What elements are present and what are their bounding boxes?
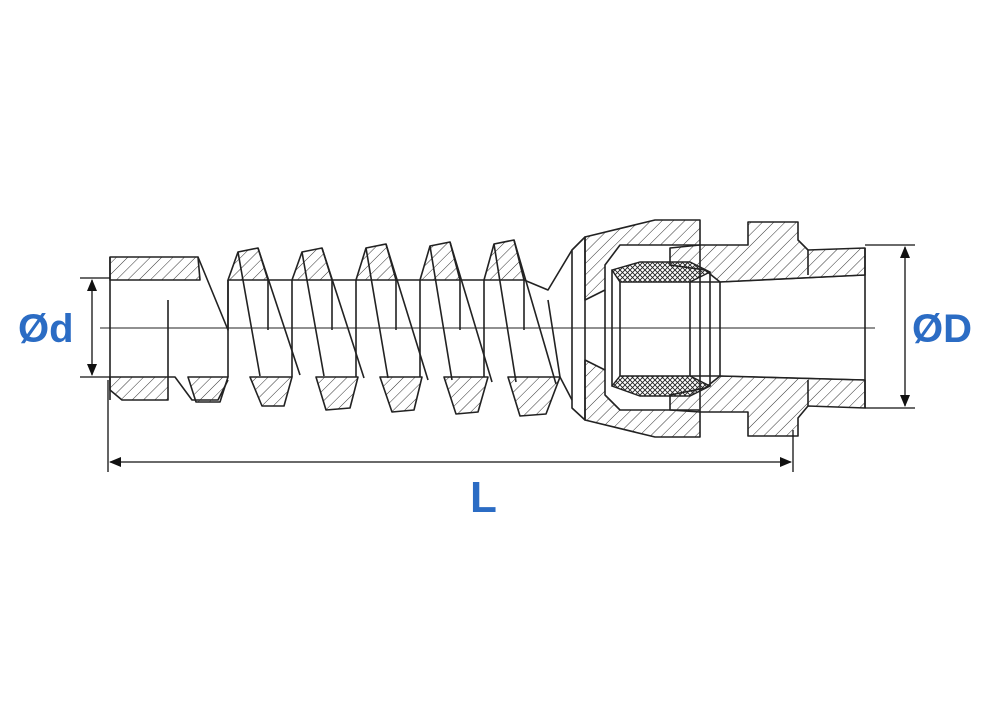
inner-diameter-label: Ød — [18, 307, 74, 351]
outer-diameter-label: ØD — [912, 307, 972, 351]
gland-body — [669, 221, 866, 437]
strain-relief-spiral — [109, 239, 573, 417]
dimension-D — [865, 244, 915, 409]
length-label: L — [470, 473, 497, 522]
dimension-L — [107, 380, 794, 472]
seal-insert — [610, 261, 721, 397]
dimension-d — [80, 277, 110, 378]
